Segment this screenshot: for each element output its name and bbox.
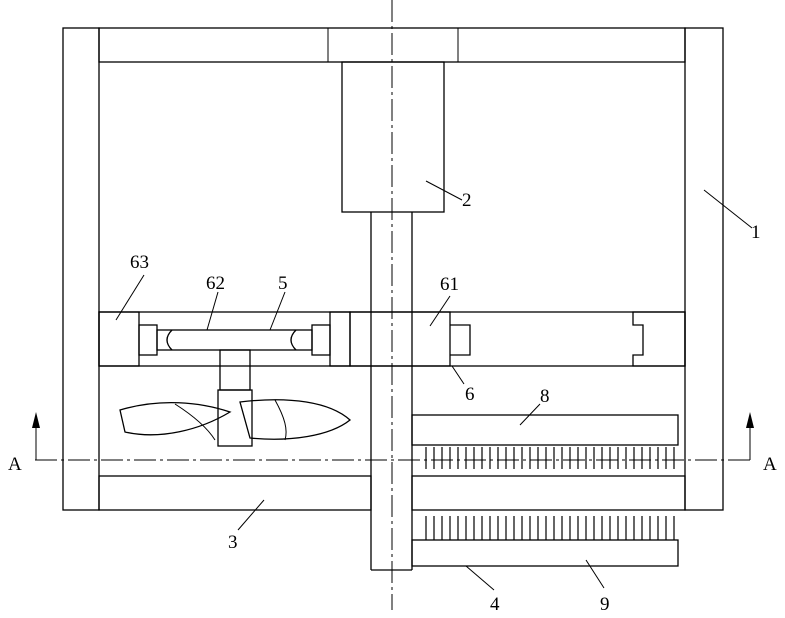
lower-rack-teeth bbox=[424, 516, 676, 540]
motor bbox=[342, 62, 444, 212]
lower-rack bbox=[412, 540, 678, 566]
gear-stem bbox=[220, 350, 250, 390]
section-arrow-right bbox=[746, 412, 754, 460]
side-block-mid bbox=[330, 312, 350, 366]
ring-slot-left bbox=[139, 325, 157, 355]
label-side-block: 63 bbox=[130, 252, 149, 273]
upper-rack-teeth bbox=[424, 447, 676, 469]
upper-rack bbox=[412, 415, 678, 445]
section-label-left: A bbox=[8, 454, 22, 475]
label-bottom-plate: 3 bbox=[228, 532, 238, 553]
auger-blade-right bbox=[240, 400, 350, 439]
ring-wave-right bbox=[291, 330, 296, 350]
label-disc: 6 bbox=[465, 384, 475, 405]
label-upper-rack: 8 bbox=[540, 386, 550, 407]
disc-center bbox=[350, 312, 450, 366]
disc-notch-left bbox=[450, 325, 470, 355]
housing bbox=[63, 28, 723, 510]
side-block-left bbox=[99, 312, 139, 366]
ring-wave-left bbox=[167, 330, 172, 350]
bottom-plate-right bbox=[412, 476, 685, 510]
housing-left-wall bbox=[63, 28, 99, 510]
label-plate: 5 bbox=[278, 273, 288, 294]
auger bbox=[120, 350, 350, 446]
label-ring: 62 bbox=[206, 273, 225, 294]
label-motor: 2 bbox=[462, 190, 472, 211]
bottom-plate-left bbox=[99, 476, 371, 510]
ring-body bbox=[157, 330, 312, 350]
housing-right-wall bbox=[685, 28, 723, 510]
section-label-right: A bbox=[763, 454, 777, 475]
racks bbox=[412, 415, 678, 566]
label-lower-rack: 9 bbox=[600, 594, 610, 615]
label-lower-shaft: 4 bbox=[490, 594, 500, 615]
auger-core bbox=[218, 390, 252, 446]
side-block-right bbox=[633, 312, 685, 366]
section-arrow-left bbox=[32, 412, 40, 460]
auger-blade-left bbox=[120, 403, 230, 435]
label-disc-center: 61 bbox=[440, 274, 459, 295]
label-housing: 1 bbox=[751, 222, 761, 243]
ring-slot-right bbox=[312, 325, 330, 355]
